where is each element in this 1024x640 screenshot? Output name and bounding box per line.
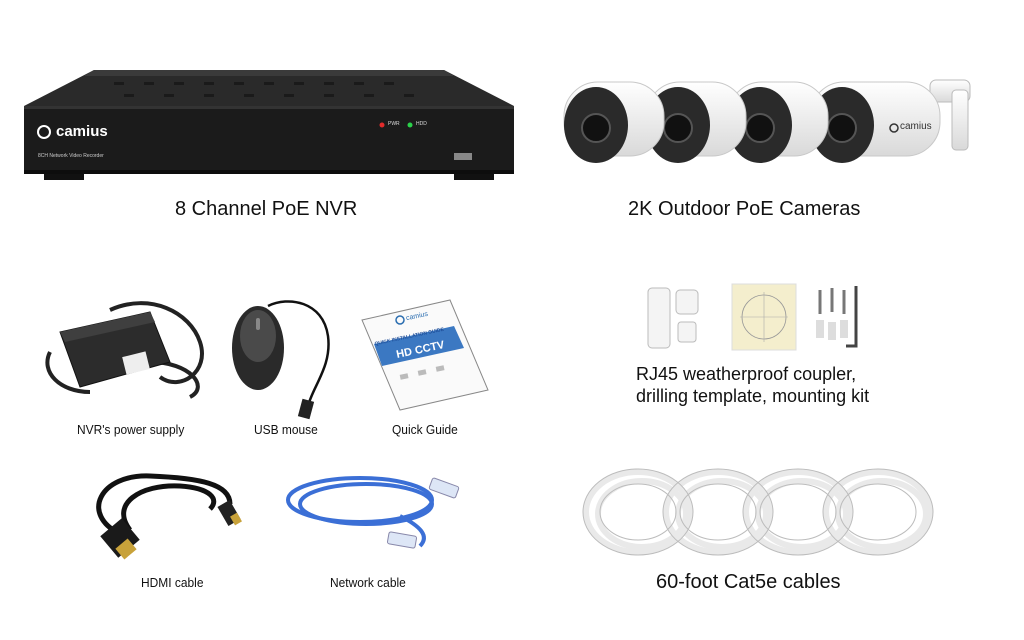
mounting-kit-image	[640, 282, 870, 357]
hdmi-cable-image	[90, 464, 260, 564]
camera-brand-logo: camius	[900, 121, 932, 132]
mounting-kit-caption-line1: RJ45 weatherproof coupler,	[636, 364, 857, 384]
network-cable-caption: Network cable	[330, 575, 406, 590]
usb-mouse-caption: USB mouse	[254, 422, 318, 437]
quick-guide-illustration	[361, 299, 489, 411]
cameras-group: camius	[560, 70, 990, 180]
mounting-kit-illustration	[647, 283, 858, 351]
nvr-unit: camius 8CH Network Video Recorder PWR HD…	[24, 68, 514, 188]
network-cable-illustration	[286, 476, 460, 549]
nvr-led-hdd-label: HDD	[416, 121, 427, 127]
hdmi-cable-illustration	[96, 473, 242, 560]
nvr-model-text: 8CH Network Video Recorder	[38, 153, 104, 159]
nvr-led-pwr-label: PWR	[388, 121, 400, 127]
nvr-illustration	[24, 70, 514, 180]
network-cable-image	[280, 466, 470, 556]
mounting-kit-caption-line2: drilling template, mounting kit	[636, 386, 870, 406]
power-supply-illustration	[45, 301, 204, 399]
cameras-caption: 2K Outdoor PoE Cameras	[628, 198, 861, 220]
cat5e-cables-illustration	[582, 468, 934, 556]
nvr-brand-logo: camius	[56, 123, 108, 140]
cat5e-cables-image	[578, 452, 948, 562]
hdmi-cable-caption: HDMI cable	[141, 575, 204, 590]
cameras-illustration	[563, 79, 971, 163]
quick-guide-image: camius QUICK INSTALLATION GUIDE HD CCTV	[360, 299, 490, 411]
quick-guide-caption: Quick Guide	[392, 422, 458, 437]
cat5e-cables-caption: 60-foot Cat5e cables	[656, 571, 841, 593]
power-supply-image	[40, 292, 220, 407]
usb-mouse-illustration	[232, 300, 330, 420]
power-supply-caption: NVR's power supply	[77, 422, 185, 437]
usb-mouse-image	[228, 296, 348, 421]
nvr-caption: 8 Channel PoE NVR	[175, 198, 358, 220]
